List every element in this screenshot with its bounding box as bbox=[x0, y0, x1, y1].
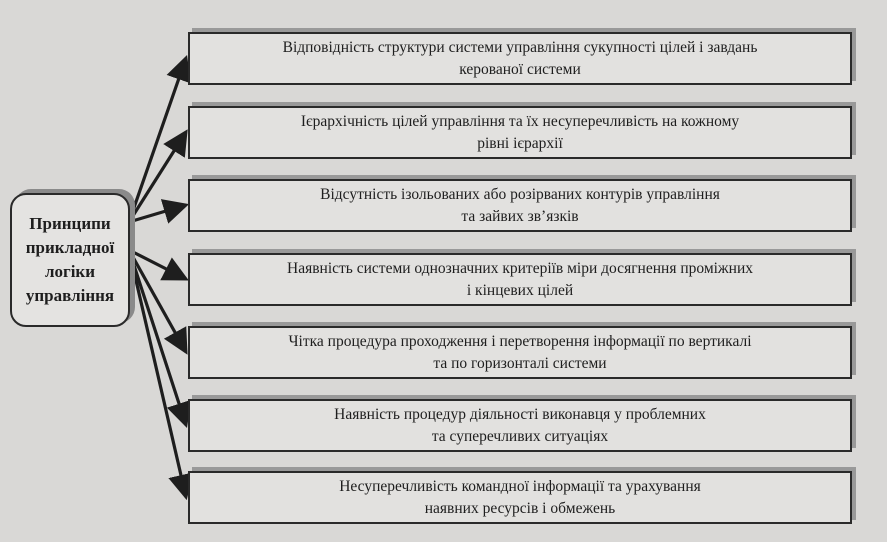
principle-text: та зайвих зв’язків bbox=[461, 207, 579, 225]
arrow-to-principle-3 bbox=[128, 199, 190, 224]
principle-box-1: Відповідність структури системи управлін… bbox=[188, 32, 852, 85]
principle-box-6: Наявність процедур діяльності виконавця … bbox=[188, 399, 852, 452]
principle-text: Відповідність структури системи управлін… bbox=[282, 38, 758, 56]
arrow-to-principle-4 bbox=[128, 248, 189, 281]
principle-text: та суперечливих ситуаціях bbox=[431, 427, 609, 445]
root-label-line: Принципи bbox=[29, 214, 111, 233]
principle-box-7: Несуперечливість командної інформації та… bbox=[188, 471, 852, 524]
arrow-to-principle-2 bbox=[127, 129, 188, 223]
arrow-to-principle-6 bbox=[127, 249, 192, 429]
root-label-line: прикладної bbox=[25, 238, 115, 257]
root-label-line: управління bbox=[25, 286, 115, 305]
arrow-to-principle-7 bbox=[127, 249, 194, 501]
principle-box-4: Наявність системи однозначних критеріїв … bbox=[188, 253, 852, 306]
principle-text: Відсутність ізольованих або розірваних к… bbox=[320, 185, 720, 203]
principle-text: і кінцевих цілей bbox=[466, 281, 574, 299]
principle-text: Ієрархічність цілей управління та їх нес… bbox=[300, 112, 740, 130]
root-node-principles: Принципи прикладної логіки управління bbox=[10, 193, 130, 327]
principle-text: та по горизонталі системи bbox=[433, 354, 607, 372]
principle-text: рівні ієрархії bbox=[477, 134, 563, 152]
root-label-line: логіки bbox=[44, 262, 96, 281]
principle-box-2: Ієрархічність цілей управління та їх нес… bbox=[188, 106, 852, 159]
principle-text: керованої системи bbox=[459, 60, 581, 78]
principle-text: Наявність системи однозначних критеріїв … bbox=[287, 259, 753, 277]
principle-box-5: Чітка процедура проходження і перетворен… bbox=[188, 326, 852, 379]
arrow-to-principle-5 bbox=[127, 249, 188, 355]
arrow-to-principle-1 bbox=[127, 54, 191, 223]
principle-text: Несуперечливість командної інформації та… bbox=[339, 477, 701, 495]
principle-text: наявних ресурсів і обмежень bbox=[424, 499, 616, 517]
principle-text: Наявність процедур діяльності виконавця … bbox=[334, 405, 706, 423]
principle-box-3: Відсутність ізольованих або розірваних к… bbox=[188, 179, 852, 232]
principle-text: Чітка процедура проходження і перетворен… bbox=[288, 332, 752, 350]
